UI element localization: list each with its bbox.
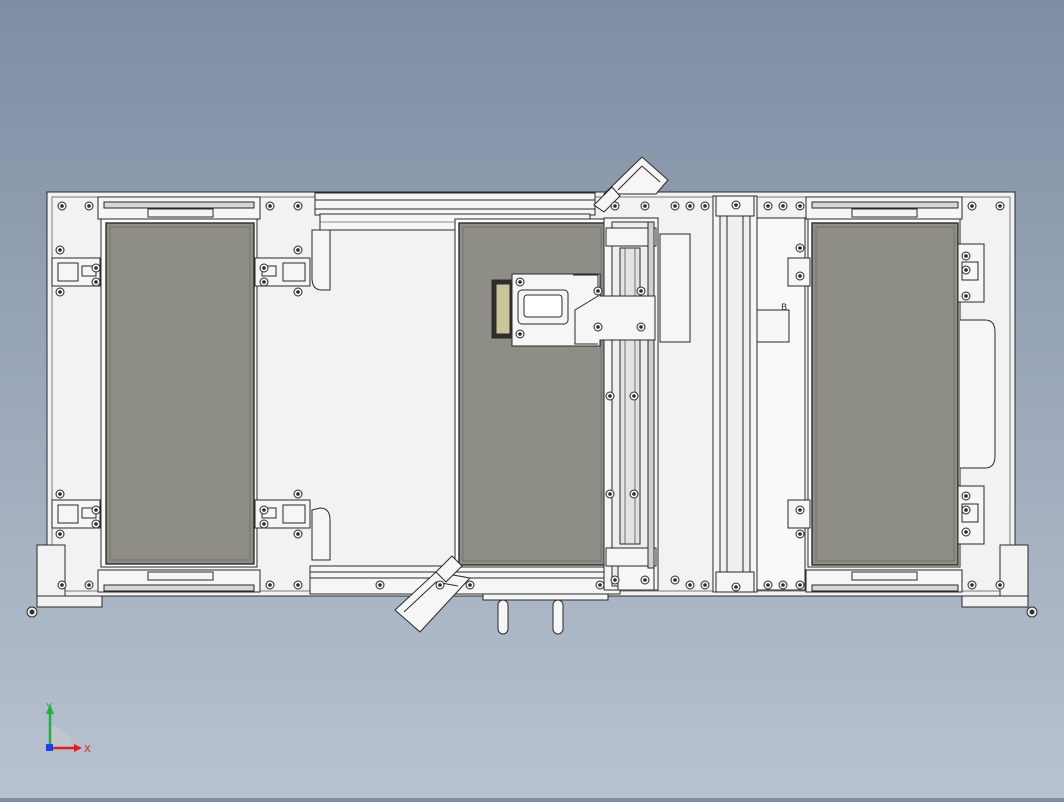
screw-hole-center: [632, 492, 636, 496]
screw-hole-center: [781, 204, 785, 208]
screw-hole-center: [94, 266, 98, 270]
screw-hole-center: [608, 492, 612, 496]
screw-hole-center: [798, 532, 802, 536]
screw-hole-center: [639, 325, 643, 329]
screw-hole-center: [596, 289, 600, 293]
y-axis-label: Y: [45, 702, 53, 713]
linear-axis: [603, 217, 659, 591]
screw-hole-center: [296, 204, 300, 208]
screw-hole-center: [798, 274, 802, 278]
screw-hole-center: [964, 530, 968, 534]
screw-hole-center: [60, 583, 64, 587]
screw-hole-center: [87, 583, 91, 587]
screw-hole-center: [58, 532, 62, 536]
screw-hole-center: [613, 204, 617, 208]
screw-hole-center: [94, 280, 98, 284]
right-handle[interactable]: [960, 319, 996, 469]
screw-hole-center: [766, 204, 770, 208]
screw-hole-center: [262, 266, 266, 270]
screw-hole-center: [632, 394, 636, 398]
x-axis-label: X: [84, 744, 91, 755]
screw-hole-center: [60, 204, 64, 208]
screw-hole-center: [643, 578, 647, 582]
screw-hole-center: [378, 583, 382, 587]
right-tray-inner-edge: [815, 226, 955, 562]
screw-hole-center: [518, 280, 522, 284]
screw-hole-center: [734, 585, 738, 589]
left-guide-top: [311, 229, 331, 291]
coordinate-triad: Y X: [45, 702, 91, 755]
screw-hole-center: [262, 508, 266, 512]
screw-hole-center: [688, 583, 692, 587]
screw-hole-center: [596, 325, 600, 329]
screw-hole-center: [970, 583, 974, 587]
screw-hole-center: [262, 280, 266, 284]
screw-hole-center: [598, 583, 602, 587]
screw-hole-center: [639, 289, 643, 293]
screw-hole-center: [964, 294, 968, 298]
screw-hole-center: [296, 492, 300, 496]
screw-hole-center: [438, 583, 442, 587]
screw-hole-center: [673, 204, 677, 208]
screw-hole-center: [703, 204, 707, 208]
screw-hole-center: [608, 394, 612, 398]
screw-hole-center: [688, 204, 692, 208]
screw-hole-center: [964, 268, 968, 272]
screw-hole-center: [970, 204, 974, 208]
screw-hole-center: [964, 494, 968, 498]
screw-hole-center: [94, 522, 98, 526]
left-tray-inner-edge: [109, 226, 251, 561]
diagonal-bracket-top: [593, 156, 669, 213]
screw-hole-center: [798, 246, 802, 250]
screw-hole-center: [798, 508, 802, 512]
gripper-carriage[interactable]: [491, 273, 656, 347]
hook-pins: [482, 593, 609, 635]
screw-hole-center: [296, 532, 300, 536]
center-tray-inner-edge: [462, 226, 602, 562]
screw-hole-center: [998, 204, 1002, 208]
z-axis-marker: [46, 744, 53, 751]
screw-hole-center: [87, 204, 91, 208]
screw-hole-center: [798, 583, 802, 587]
screw-hole-center: [613, 578, 617, 582]
screw-hole-center: [964, 254, 968, 258]
screw-holes: [55, 200, 1005, 592]
screw-hole-center: [58, 290, 62, 294]
screw-hole-center: [766, 583, 770, 587]
screw-hole-center: [518, 332, 522, 336]
component-label: B: [781, 303, 787, 313]
screw-hole-center: [296, 583, 300, 587]
screw-hole-center: [734, 203, 738, 207]
screw-hole-center: [468, 583, 472, 587]
screw-hole-center: [262, 522, 266, 526]
screw-hole-center: [703, 583, 707, 587]
gantry-column: [659, 195, 806, 593]
screw-hole-center: [798, 204, 802, 208]
screw-hole-center: [268, 583, 272, 587]
left-guide-bottom: [311, 507, 331, 561]
screw-hole-center: [998, 583, 1002, 587]
screw-hole-center: [964, 508, 968, 512]
right-tray[interactable]: [811, 222, 959, 566]
screw-hole-center: [58, 248, 62, 252]
screw-hole-center: [94, 508, 98, 512]
screw-hole-center: [296, 290, 300, 294]
screw-hole-center: [58, 492, 62, 496]
left-tray[interactable]: [105, 222, 255, 565]
screw-hole-center: [781, 583, 785, 587]
screw-hole-center: [643, 204, 647, 208]
screw-hole-center: [268, 204, 272, 208]
diagonal-bracket-bottom: [394, 555, 471, 633]
screw-hole-center: [673, 578, 677, 582]
screw-hole-center: [296, 248, 300, 252]
